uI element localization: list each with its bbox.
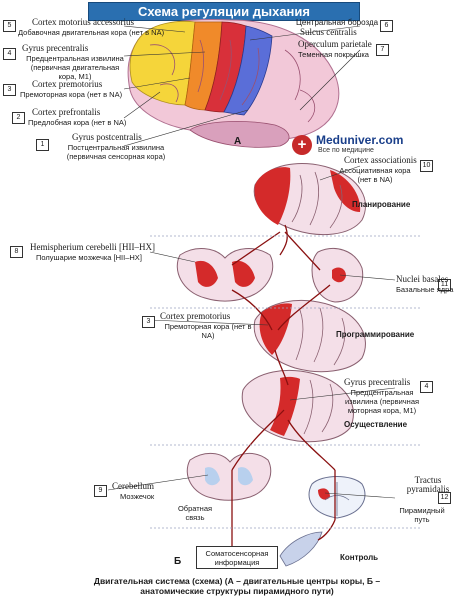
label-russian: Пирамидный путь bbox=[399, 506, 445, 524]
label-latin: Operculum parietale bbox=[298, 39, 372, 49]
feedback-label: Обратная связь bbox=[177, 504, 213, 522]
brain-premotor-illustration bbox=[253, 299, 366, 373]
muscle-illustration bbox=[279, 531, 323, 567]
label-latin: Gyrus precentralis bbox=[22, 43, 89, 53]
label-russian: Мозжечок bbox=[120, 492, 155, 501]
label-latin: Sulcus centralis bbox=[300, 27, 357, 37]
label-latin: Cortex motorius accessorius bbox=[32, 17, 134, 27]
brain-a-illustration bbox=[127, 19, 340, 148]
label-number: 3 bbox=[3, 84, 16, 96]
label-russian: Ассоциативная кора (нет в NA) bbox=[339, 166, 411, 184]
brand-name: Meduniver.com bbox=[316, 133, 404, 147]
label-number: 11 bbox=[438, 279, 451, 291]
label-number: 8 bbox=[10, 246, 23, 258]
figure-caption: Двигательная система (схема) (А – двигат… bbox=[93, 576, 381, 596]
stage-control: Контроль bbox=[340, 553, 379, 562]
label-russian: Предлобная кора (нет в NA) bbox=[28, 118, 127, 127]
label-number: 2 bbox=[12, 112, 25, 124]
stage-programming: Программирование bbox=[336, 330, 415, 339]
label-russian: Предцентральная извилина (первичная двиг… bbox=[26, 54, 124, 81]
cerebellum-illustration bbox=[176, 248, 274, 302]
spinal-cord-illustration bbox=[308, 476, 366, 519]
somatosensory-info-box: Соматосенсорная информация bbox=[196, 546, 278, 569]
stage-planning: Планирование bbox=[352, 200, 411, 209]
label-russian: Полушарие мозжечка [HII–HX] bbox=[36, 253, 142, 262]
label-number: 1 bbox=[36, 139, 49, 151]
label-latin: Cortex premotorius bbox=[160, 311, 231, 321]
label-russian: Премоторная кора (нет в NA) bbox=[20, 90, 123, 99]
label-number: 5 bbox=[3, 20, 16, 32]
section-b-label: Б bbox=[174, 556, 182, 567]
brain-precentral-illustration bbox=[241, 369, 354, 443]
brand-tagline: Все по медицине bbox=[318, 147, 374, 154]
stage-separators bbox=[150, 235, 420, 529]
label-number: 12 bbox=[438, 492, 451, 504]
pathway-lines bbox=[231, 224, 336, 546]
stage-execution: Осуществление bbox=[344, 420, 408, 429]
label-latin: Cortex prefrontalis bbox=[32, 107, 101, 117]
label-latin: Tractus pyramidalis bbox=[406, 475, 450, 494]
label-russian: Предцентральная извилина (первичная мото… bbox=[344, 388, 420, 415]
label-latin: Gyrus precentralis bbox=[344, 377, 411, 387]
label-latin: Nuclei basales bbox=[396, 274, 449, 284]
section-a-label: А bbox=[234, 136, 242, 147]
label-latin: Cortex premotorius bbox=[32, 79, 103, 89]
label-number: 3 bbox=[142, 316, 155, 328]
label-russian-heading: Центральная борозда bbox=[296, 18, 379, 27]
brand-logo-icon: + bbox=[292, 135, 312, 155]
label-number: 10 bbox=[420, 160, 433, 172]
leader-lines bbox=[107, 25, 396, 499]
label-latin: Cerebellum bbox=[112, 481, 154, 491]
label-number: 4 bbox=[3, 48, 16, 60]
label-latin: Hemispherium cerebelli [HII–HX] bbox=[30, 242, 155, 252]
label-latin: Cortex associationis bbox=[344, 155, 417, 165]
label-russian: Постцентральная извилина (первичная сенс… bbox=[66, 143, 166, 161]
label-russian: Премоторная кора (нет в NA) bbox=[164, 322, 252, 340]
label-number: 6 bbox=[380, 20, 393, 32]
label-russian: Базальные ядра bbox=[396, 285, 454, 294]
cerebellum-lower-illustration bbox=[186, 453, 272, 501]
label-number: 7 bbox=[376, 44, 389, 56]
label-russian: Добавочная двигательная кора (нет в NA) bbox=[18, 28, 165, 37]
brain-association-illustration bbox=[253, 162, 366, 236]
label-number: 9 bbox=[94, 485, 107, 497]
label-russian: Теменная покрышка bbox=[298, 50, 369, 59]
label-latin: Gyrus postcentralis bbox=[72, 132, 142, 142]
label-number: 4 bbox=[420, 381, 433, 393]
